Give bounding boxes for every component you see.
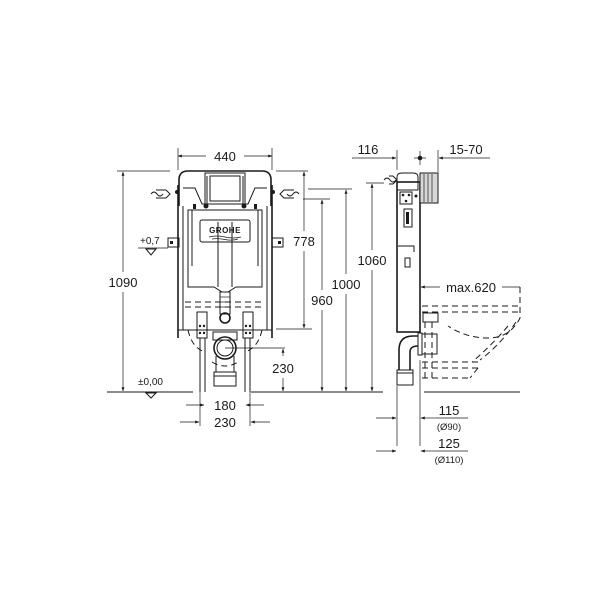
level-plus-label: +0,7	[140, 236, 160, 247]
level-zero-label: ±0,00	[138, 377, 163, 388]
dim-height-1090: 1090	[109, 275, 138, 290]
foot-left	[196, 311, 208, 339]
side-view: 116 15-70 1060 max.620 115 (Ø90) 125 (Ø1…	[352, 142, 521, 466]
dim-pipe-115: 115	[439, 403, 460, 418]
dim-height-778: 778	[293, 234, 315, 249]
toilet-bowl-outline	[422, 287, 521, 379]
dim-width-440: 440	[214, 149, 236, 164]
flush-plate-opening	[204, 172, 246, 205]
dim-feet-180: 180	[214, 398, 236, 413]
dim-drain-height-230: 230	[272, 361, 294, 376]
water-inlet-left-icon	[150, 189, 171, 199]
dim-pipe-125-diameter: (Ø110)	[435, 455, 464, 466]
water-inlet-right-icon	[279, 189, 300, 199]
dim-height-1000: 1000	[332, 277, 361, 292]
foot-right	[242, 311, 254, 339]
grohe-logo: GROHE	[209, 226, 241, 235]
dim-feet-230: 230	[214, 415, 236, 430]
front-view: GROHE	[107, 148, 383, 430]
wall-bracket-left	[167, 237, 180, 248]
dim-depth-116: 116	[358, 142, 379, 157]
grohe-logo-plate	[199, 219, 251, 243]
water-inlet-side-icon	[383, 175, 398, 185]
dim-bowl-projection-max620: max.620	[446, 280, 496, 295]
frame-side	[396, 181, 421, 333]
dim-height-1060-label: 1060	[358, 253, 387, 268]
cistern-top	[178, 170, 272, 206]
dim-pipe-125: 125	[438, 436, 460, 451]
dim-height-960: 960	[311, 293, 333, 308]
dim-button-range-15-70: 15-70	[449, 142, 482, 157]
wall-bracket-right	[271, 237, 284, 248]
dim-pipe-115-diameter: (Ø90)	[437, 422, 461, 433]
